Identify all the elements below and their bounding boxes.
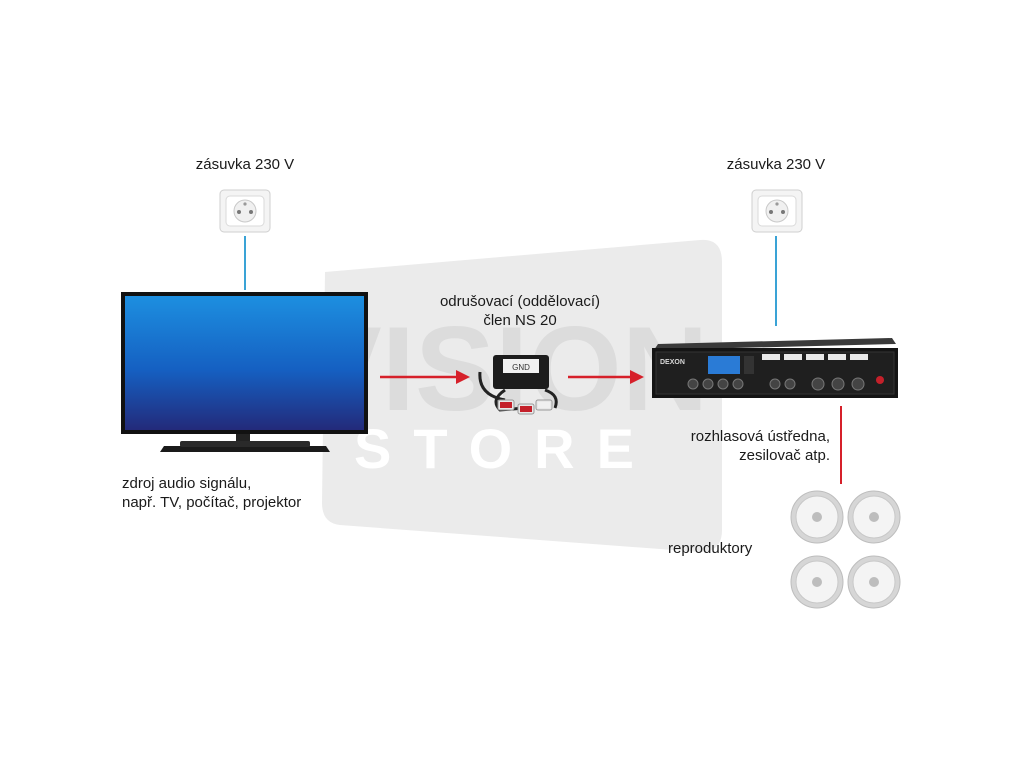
watermark-line2: STORE <box>354 417 656 480</box>
isolator-label-line2: člen NS 20 <box>483 312 557 329</box>
ceiling-speaker-icon <box>790 490 844 544</box>
outlet-left-label: zásuvka 230 V <box>195 156 295 173</box>
power-outlet-icon <box>751 189 803 233</box>
amplifier-label-line1: rozhlasová ústředna, <box>690 428 830 445</box>
amplifier-label-line2: zesilovač atp. <box>739 447 830 464</box>
amplifier-icon: DEXON <box>652 338 898 398</box>
isolator-label-line1: odrušovací (oddělovací) <box>439 293 601 310</box>
tv-icon <box>121 292 368 452</box>
outlet-right-label: zásuvka 230 V <box>726 156 826 173</box>
amplifier-brand: DEXON <box>660 359 685 366</box>
power-outlet-icon <box>219 189 271 233</box>
signal-arrow-1 <box>380 370 470 384</box>
source-label-line1: zdroj audio signálu, <box>122 475 252 492</box>
speakers-label: reproduktory <box>668 540 753 557</box>
isolator-device-text: GND <box>512 363 530 372</box>
ceiling-speaker-icon <box>790 555 844 609</box>
ground-loop-isolator-icon: GND <box>478 355 558 415</box>
source-label-line2: např. TV, počítač, projektor <box>122 494 302 511</box>
ceiling-speaker-icon <box>847 490 901 544</box>
ceiling-speaker-icon <box>847 555 901 609</box>
signal-arrow-2 <box>568 370 644 384</box>
